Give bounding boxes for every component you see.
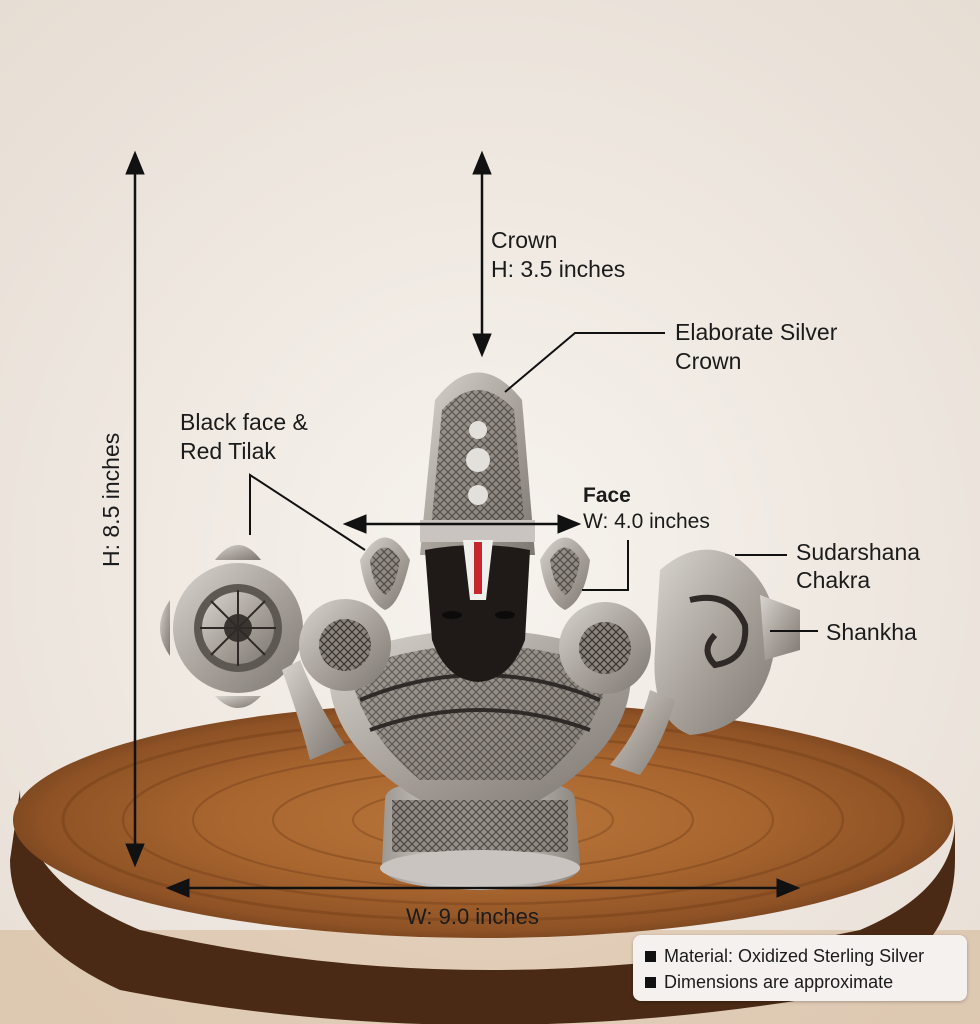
- chakra-label-line1: Sudarshana: [796, 539, 921, 565]
- overall-width-label: W: 9.0 inches: [406, 904, 539, 929]
- bullet-icon: [645, 950, 656, 962]
- bullet-icon: [645, 976, 656, 988]
- face-tilak-label-line2: Red Tilak: [180, 438, 276, 464]
- dimension-annotations: [125, 150, 818, 898]
- crown-title-label: Crown: [491, 227, 558, 253]
- info-note-box: Material: Oxidized Sterling Silver Dimen…: [633, 935, 967, 1001]
- shankha-label: Shankha: [826, 619, 917, 645]
- face-tilak-label-line1: Black face &: [180, 409, 308, 435]
- note-material: Material: Oxidized Sterling Silver: [645, 943, 957, 969]
- note-dimensions-text: Dimensions are approximate: [664, 972, 894, 992]
- overall-height-label: H: 8.5 inches: [98, 432, 124, 567]
- elaborate-crown-label-line1: Elaborate Silver: [675, 319, 838, 345]
- face-width-label: W: 4.0 inches: [583, 510, 710, 533]
- chakra-label-line2: Chakra: [796, 567, 871, 593]
- note-dimensions: Dimensions are approximate: [645, 969, 957, 995]
- face-title-label: Face: [583, 484, 631, 507]
- crown-height-label: H: 3.5 inches: [491, 256, 626, 282]
- note-material-text: Material: Oxidized Sterling Silver: [664, 946, 925, 966]
- silver-idol: [160, 372, 800, 890]
- elaborate-crown-label-line2: Crown: [675, 348, 742, 374]
